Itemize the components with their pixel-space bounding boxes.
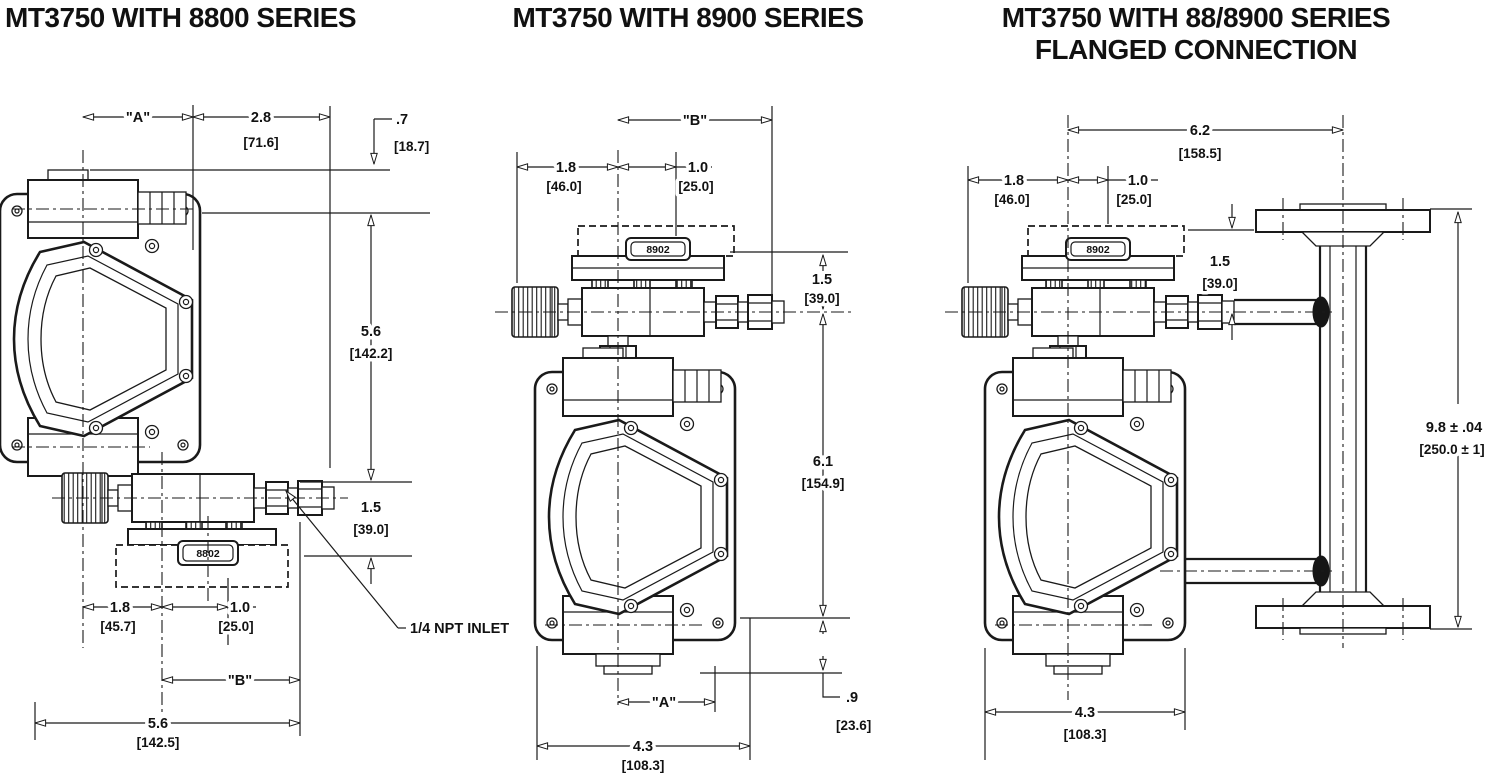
- dim-top-left-mm: [46.0]: [994, 192, 1029, 207]
- dim-pipe-height-in: 9.8 ± .04: [1426, 420, 1482, 436]
- dim-b-label: "B": [683, 113, 707, 129]
- dim-bottom-left-mm: [45.7]: [100, 619, 135, 634]
- dim-top-mid-in: 1.0: [688, 160, 708, 176]
- panel1-parts: 8802: [0, 170, 335, 588]
- panel-flanged-connection: MT3750 WITH 88/8900 SERIES FLANGED CONNE…: [945, 2, 1488, 760]
- panel3-dimension-text: 6.2 [158.5] 1.8 [46.0] 1.0 [25.0] 1.5 [3…: [991, 120, 1488, 746]
- dim-top-width-in: 2.8: [251, 110, 271, 126]
- panel2-extension-lines: [516, 106, 850, 760]
- dim-top-width-mm: [71.6]: [243, 135, 278, 150]
- dim-bottom-left-in: 1.8: [110, 600, 130, 616]
- panel3-title-line2: FLANGED CONNECTION: [1035, 34, 1357, 65]
- panel1-centerlines: [12, 150, 348, 712]
- dim-valve-height-in: 1.5: [812, 272, 832, 288]
- dim-top-left-in: 1.8: [556, 160, 576, 176]
- dim-top-width-mm: [158.5]: [1179, 146, 1222, 161]
- dim-b-label: "B": [228, 673, 252, 689]
- panel1-title: MT3750 WITH 8800 SERIES: [5, 2, 356, 33]
- dim-bottom-mid-mm: [25.0]: [218, 619, 253, 634]
- panel2-dimension-lines: [517, 120, 840, 746]
- dim-top-width-in: 6.2: [1190, 123, 1210, 139]
- dim-bottom-width-in: 5.6: [148, 716, 168, 732]
- dim-bottom-width-mm: [142.5]: [137, 735, 180, 750]
- dim-a-label: "A": [652, 695, 676, 711]
- panel3-dimension-lines: [968, 130, 1458, 712]
- dim-valve-height-in: 1.5: [361, 500, 381, 516]
- dim-bottom-width-in: 4.3: [1075, 705, 1095, 721]
- badge-8902: 8902: [625, 237, 691, 261]
- panel3-title-line1: MT3750 WITH 88/8900 SERIES: [1002, 2, 1391, 33]
- dim-offset-mm: [23.6]: [836, 718, 871, 733]
- panel-8800-series: MT3750 WITH 8800 SERIES 8802: [0, 2, 513, 754]
- badge-8802-label: 8802: [196, 548, 220, 560]
- dim-top-offset-mm: [18.7]: [394, 139, 429, 154]
- meter-8900: [535, 348, 735, 654]
- panel2-centerlines: [495, 150, 852, 705]
- dim-bottom-width-mm: [108.3]: [1064, 727, 1107, 742]
- dim-offset-in: .9: [846, 690, 858, 706]
- dim-valve-height-mm: [39.0]: [804, 291, 839, 306]
- inlet-note: 1/4 NPT INLET: [410, 621, 509, 637]
- panel1-dimension-text: "A" 2.8 [71.6] .7 [18.7] 5.6 [142.2] 1.5…: [97, 107, 513, 754]
- badge-8902-label: 8902: [646, 244, 670, 256]
- dim-pipe-height-mm: [250.0 ± 1]: [1419, 442, 1484, 457]
- dim-top-mid-mm: [25.0]: [678, 179, 713, 194]
- dim-valve-height-in: 1.5: [1210, 254, 1230, 270]
- dim-height-in: 5.6: [361, 324, 381, 340]
- dim-top-offset-in: .7: [396, 112, 408, 128]
- badge-8902-flanged: 8902: [1065, 237, 1131, 261]
- connecting-pipes: [1172, 298, 1318, 585]
- dim-height-mm: [142.2]: [350, 346, 393, 361]
- panel1-dimension-lines: [35, 117, 406, 723]
- panel2-title: MT3750 WITH 8900 SERIES: [512, 2, 863, 33]
- dim-bottom-width-in: 4.3: [633, 739, 653, 755]
- panel2-parts: 8902: [511, 225, 785, 675]
- dim-bottom-mid-in: 1.0: [230, 600, 250, 616]
- meter-flanged: [985, 348, 1185, 654]
- badge-8902-flanged-label: 8902: [1086, 244, 1110, 256]
- panel3-centerlines: [945, 115, 1404, 700]
- inlet-leader-line: [286, 491, 399, 629]
- dim-height-mm: [154.9]: [802, 476, 845, 491]
- dim-height-in: 6.1: [813, 454, 833, 470]
- dim-top-mid-in: 1.0: [1128, 173, 1148, 189]
- meter-8800: [0, 170, 200, 476]
- panel-8900-series: MT3750 WITH 8900 SERIES 8902: [495, 2, 875, 777]
- dim-bottom-width-mm: [108.3]: [622, 758, 665, 773]
- dim-top-mid-mm: [25.0]: [1116, 192, 1151, 207]
- dim-a-label: "A": [126, 110, 150, 126]
- dim-top-left-in: 1.8: [1004, 173, 1024, 189]
- panel2-dimension-text: "B" 1.8 [46.0] 1.0 [25.0] 1.5 [39.0] 6.1…: [543, 110, 875, 777]
- dim-top-left-mm: [46.0]: [546, 179, 581, 194]
- panel3-extension-lines: [967, 166, 1472, 760]
- panel3-parts: 8902: [961, 203, 1431, 675]
- dim-valve-height-mm: [39.0]: [353, 522, 388, 537]
- panel1-extension-lines: [34, 105, 430, 740]
- dim-valve-height-mm: [39.0]: [1202, 276, 1237, 291]
- flanged-pipe: [1255, 203, 1431, 635]
